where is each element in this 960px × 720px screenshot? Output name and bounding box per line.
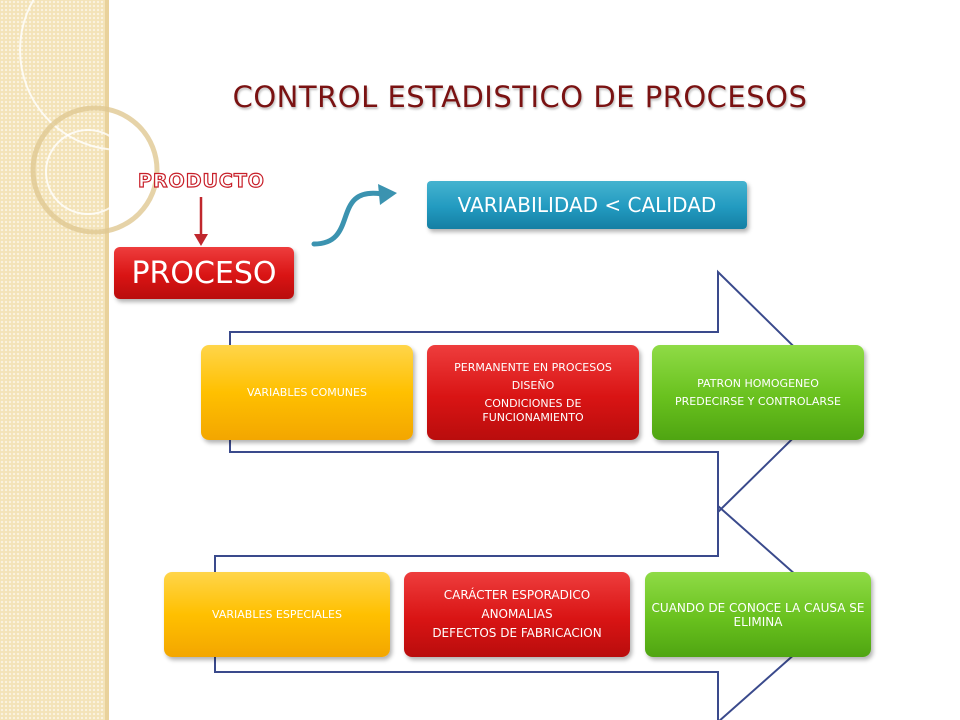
deco-circle-medium <box>30 105 160 235</box>
side-strip-edge <box>105 0 109 720</box>
producto-arrowhead <box>194 234 208 246</box>
producto-label: PRODUCTO <box>137 169 265 192</box>
variables-especiales-label: VARIABLES ESPECIALES <box>212 607 342 621</box>
curved-arrowhead <box>378 184 397 205</box>
especiales-result-line-1: CUANDO DE CONOCE LA CAUSA SE ELIMINA <box>651 600 865 629</box>
especiales-result-box: CUANDO DE CONOCE LA CAUSA SE ELIMINA <box>645 572 871 657</box>
comunes-characteristics-box: PERMANENTE EN PROCESOS DISEÑO CONDICIONE… <box>427 345 639 440</box>
deco-circle-small <box>45 129 131 215</box>
comunes-line-2: DISEÑO <box>511 378 555 392</box>
page-title: CONTROL ESTADISTICO DE PROCESOS <box>232 80 808 114</box>
comunes-result-line-1: PATRON HOMOGENEO <box>697 376 819 390</box>
big-arrow-outline-bottom <box>214 503 842 720</box>
variables-comunes-box: VARIABLES COMUNES <box>201 345 413 440</box>
variables-especiales-box: VARIABLES ESPECIALES <box>164 572 390 657</box>
comunes-result-line-2: PREDECIRSE Y CONTROLARSE <box>675 394 841 408</box>
deco-circle-large <box>19 0 221 151</box>
proceso-box: PROCESO <box>114 247 294 299</box>
proceso-label: PROCESO <box>131 255 277 291</box>
curved-arrow <box>311 190 385 247</box>
especiales-line-1: CARÁCTER ESPORADICO <box>443 588 591 602</box>
big-arrow-outline-top <box>229 269 842 515</box>
especiales-line-2: ANOMALIAS <box>481 607 553 621</box>
comunes-line-1: PERMANENTE EN PROCESOS <box>454 360 612 374</box>
variabilidad-box: VARIABILIDAD < CALIDAD <box>427 181 747 229</box>
especiales-line-3: DEFECTOS DE FABRICACION <box>432 626 602 640</box>
especiales-characteristics-box: CARÁCTER ESPORADICO ANOMALIAS DEFECTOS D… <box>404 572 630 657</box>
comunes-line-3: CONDICIONES DE FUNCIONAMIENTO <box>482 396 584 424</box>
comunes-result-box: PATRON HOMOGENEO PREDECIRSE Y CONTROLARS… <box>652 345 864 440</box>
variabilidad-label: VARIABILIDAD < CALIDAD <box>457 193 717 217</box>
decorative-side-strip <box>0 0 105 720</box>
variables-comunes-label: VARIABLES COMUNES <box>247 385 367 399</box>
